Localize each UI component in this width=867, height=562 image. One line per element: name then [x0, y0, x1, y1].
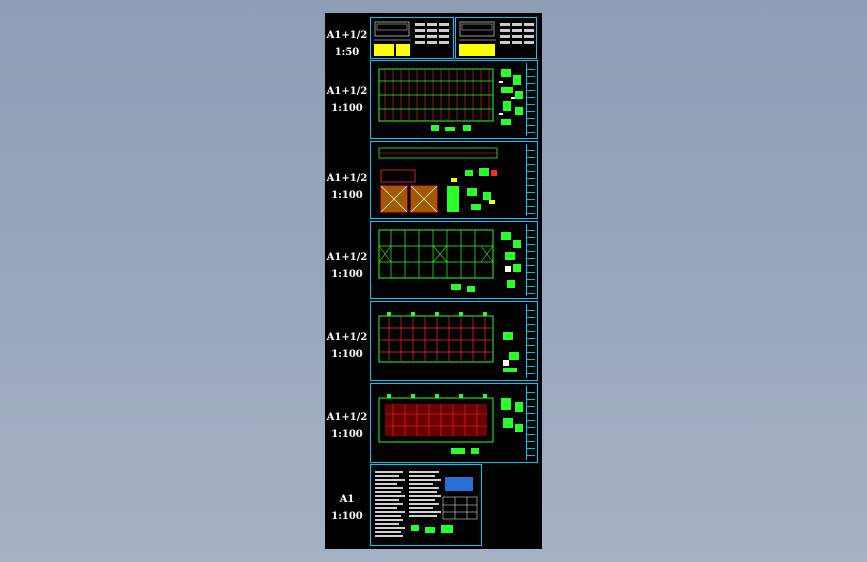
sheet-size-7: A1	[339, 494, 355, 505]
drawing-content-3	[378, 147, 498, 213]
sheet-label-3: A1+1/2 1:100	[325, 170, 369, 204]
sheet-label-6: A1+1/2 1:100	[325, 409, 369, 443]
sheet-size-6: A1+1/2	[326, 412, 368, 423]
sheet-scale-3: 1:100	[331, 190, 363, 201]
sheet-scale-4: 1:100	[331, 269, 363, 280]
sheet-label-7: A1 1:100	[325, 491, 369, 525]
title-block-5	[526, 304, 535, 378]
sheet-size-5: A1+1/2	[326, 332, 368, 343]
drawing-content-2	[378, 68, 523, 131]
sheet-scale-6: 1:100	[331, 429, 363, 440]
drawing-content-5	[378, 312, 519, 372]
sheet-size-3: A1+1/2	[326, 173, 368, 184]
sheet-label-2: A1+1/2 1:100	[325, 83, 369, 117]
drawing-sheet[interactable]: A1+1/2 1:50 A1+1/2 1:100	[325, 13, 542, 549]
drawing-content-7	[375, 471, 478, 537]
sheet-label-5: A1+1/2 1:100	[325, 329, 369, 363]
drawing-frame-1b[interactable]	[455, 17, 537, 59]
drawing-frame-4[interactable]	[370, 221, 538, 299]
drawing-frame-7[interactable]	[370, 464, 482, 546]
drawing-frame-5[interactable]	[370, 301, 538, 381]
drawing-frame-6[interactable]	[370, 383, 538, 463]
title-block-4	[526, 224, 535, 296]
drawing-frame-3[interactable]	[370, 141, 538, 219]
title-block-2	[526, 63, 535, 136]
drawing-content-4	[378, 229, 521, 292]
sheet-scale-1: 1:50	[334, 47, 360, 58]
drawing-content-6	[378, 394, 523, 454]
sheet-label-4: A1+1/2 1:100	[325, 249, 369, 283]
sheet-size-4: A1+1/2	[326, 252, 368, 263]
sheet-scale-5: 1:100	[331, 349, 363, 360]
drawing-content-1a	[374, 21, 449, 56]
sheet-scale-7: 1:100	[331, 511, 363, 522]
sheet-scale-2: 1:100	[331, 103, 363, 114]
sheet-label-1: A1+1/2 1:50	[325, 27, 369, 61]
drawing-frame-2[interactable]	[370, 60, 538, 139]
drawing-frame-1a[interactable]	[370, 17, 454, 59]
sheet-size-2: A1+1/2	[326, 86, 368, 97]
title-block-6	[526, 386, 535, 460]
title-block-3	[526, 144, 535, 216]
drawing-content-1b	[459, 21, 534, 56]
sheet-size-1: A1+1/2	[326, 30, 368, 41]
